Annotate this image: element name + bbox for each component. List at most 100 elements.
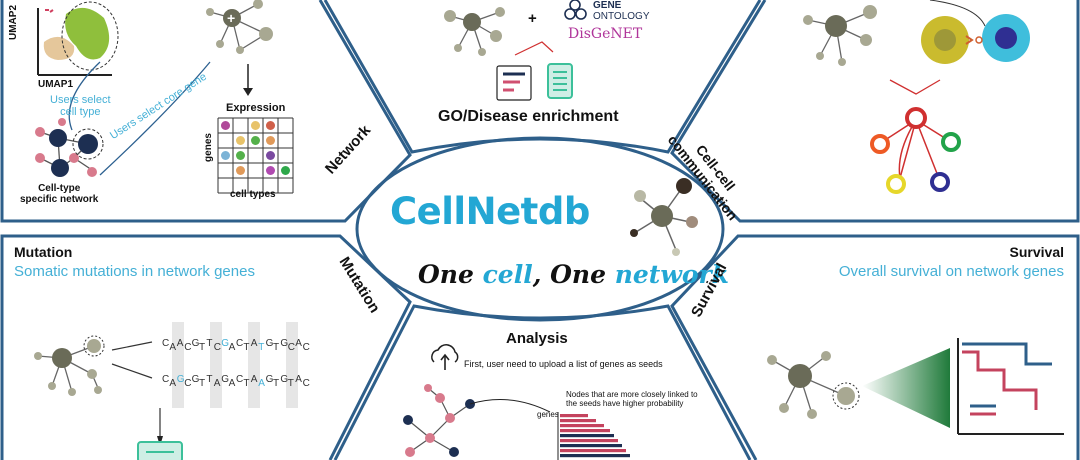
core-gene-arrow-path xyxy=(99,61,211,176)
base-letter: C xyxy=(184,342,191,353)
base-letter: A xyxy=(169,378,176,389)
go-network xyxy=(444,7,505,56)
base-letter: A xyxy=(229,342,236,353)
expression-dot xyxy=(236,151,245,160)
base-letter: T xyxy=(273,342,279,353)
rank-bar xyxy=(560,429,610,433)
brand-logo: CellNetdb xyxy=(390,190,590,233)
survival-network xyxy=(767,351,860,419)
base-letter: C xyxy=(236,338,243,349)
sequence-highlight-stripes xyxy=(172,322,298,408)
base-letter: T xyxy=(273,378,279,389)
expression-dot xyxy=(281,166,290,175)
base-letter: C xyxy=(184,378,191,389)
base-letter: G xyxy=(266,374,274,385)
signal-cells xyxy=(870,107,961,194)
base-letter: T xyxy=(258,342,264,353)
survival-plot xyxy=(957,338,1064,435)
expression-dot xyxy=(221,121,230,130)
umap-cluster-green xyxy=(65,7,110,60)
base-letter: A xyxy=(258,378,265,389)
celltype-network-label-line2: specific network xyxy=(20,194,99,205)
highlight-stripe xyxy=(248,322,260,408)
mutation-arrows xyxy=(111,341,161,440)
base-letter: T xyxy=(243,378,249,389)
tagline: One cell, One network xyxy=(418,260,729,289)
base-letter: C xyxy=(303,378,310,389)
comm-chevron xyxy=(889,79,941,95)
base-letter: A xyxy=(295,338,302,349)
rank-bar xyxy=(560,424,604,428)
base-letter: A xyxy=(295,374,302,385)
mutation-panel-border xyxy=(0,234,412,460)
select-arrow-path xyxy=(68,61,101,131)
umap-x-label: UMAP1 xyxy=(38,79,74,90)
disgenet-logo: DisGeNET xyxy=(568,26,643,42)
nodes-text-line2: the seeds have higher probability xyxy=(566,399,684,408)
base-letter: C xyxy=(288,342,295,353)
expression-x-label: cell types xyxy=(230,189,276,200)
base-letter: T xyxy=(288,378,294,389)
base-letter: A xyxy=(214,378,221,389)
select-cell-type-line2: cell type xyxy=(60,106,101,118)
celltype-network-label-line1: Cell-type xyxy=(38,183,81,194)
base-letter: T xyxy=(199,378,205,389)
highlight-stripe xyxy=(172,322,184,408)
base-letter: G xyxy=(192,374,200,385)
celltype-network xyxy=(35,118,104,177)
ranked-genes-bars xyxy=(557,412,630,460)
plus-sign: + xyxy=(528,10,537,27)
base-letter: T xyxy=(243,342,249,353)
base-letter: A xyxy=(251,338,258,349)
expression-dot xyxy=(251,121,260,130)
comm-network xyxy=(803,5,877,66)
rank-bar xyxy=(560,419,596,423)
upload-icon xyxy=(431,344,459,370)
base-letter: T xyxy=(206,374,212,385)
expression-dot xyxy=(236,136,245,145)
nodes-text-line1: Nodes that are more closely linked to xyxy=(566,390,698,399)
expression-dot xyxy=(236,166,245,175)
mutation-title: Mutation xyxy=(14,244,73,260)
base-letter: A xyxy=(251,374,258,385)
expression-dot xyxy=(266,121,275,130)
expression-y-label: genes xyxy=(202,133,214,162)
base-letter: C xyxy=(214,342,221,353)
base-letter: G xyxy=(221,374,229,385)
comm-panel-border xyxy=(670,0,1080,223)
umap-y-label: UMAP2 xyxy=(8,4,19,40)
base-letter: G xyxy=(192,338,200,349)
base-letter: C xyxy=(236,374,243,385)
gene-ontology-logo-mark xyxy=(564,0,587,20)
expression-dot xyxy=(266,166,275,175)
survival-subtitle: Overall survival on network genes xyxy=(838,263,1064,280)
base-letter: G xyxy=(266,338,274,349)
mutation-subtitle: Somatic mutations in network genes xyxy=(14,263,255,280)
expression-dot xyxy=(221,151,230,160)
base-letter: A xyxy=(169,342,176,353)
go-bar-icon xyxy=(496,65,532,101)
ligand-receptor-cells xyxy=(921,14,1030,64)
rank-bar xyxy=(560,454,630,458)
nodes-text: Nodes that are more closely linked to th… xyxy=(566,390,698,408)
expression-dot xyxy=(266,151,275,160)
base-letter: C xyxy=(162,338,169,349)
tagline-part-4: network xyxy=(614,260,730,289)
expression-title: Expression xyxy=(226,102,286,114)
gene-ontology-line1: GENE xyxy=(593,0,622,11)
tagline-part-1: One xyxy=(418,260,483,289)
survival-beam xyxy=(862,348,950,428)
tagline-part-3: , One xyxy=(532,260,615,289)
svg-text:+: + xyxy=(227,10,235,26)
red-chevron xyxy=(514,41,554,56)
base-letter: G xyxy=(280,338,288,349)
base-letter: G xyxy=(177,374,185,385)
highlight-stripe xyxy=(210,322,222,408)
expression-dot xyxy=(266,136,275,145)
go-doc-icon xyxy=(547,63,573,99)
base-letter: G xyxy=(221,338,229,349)
celltype-network-label: Cell-type specific network xyxy=(20,183,98,205)
rank-bar xyxy=(560,434,614,438)
